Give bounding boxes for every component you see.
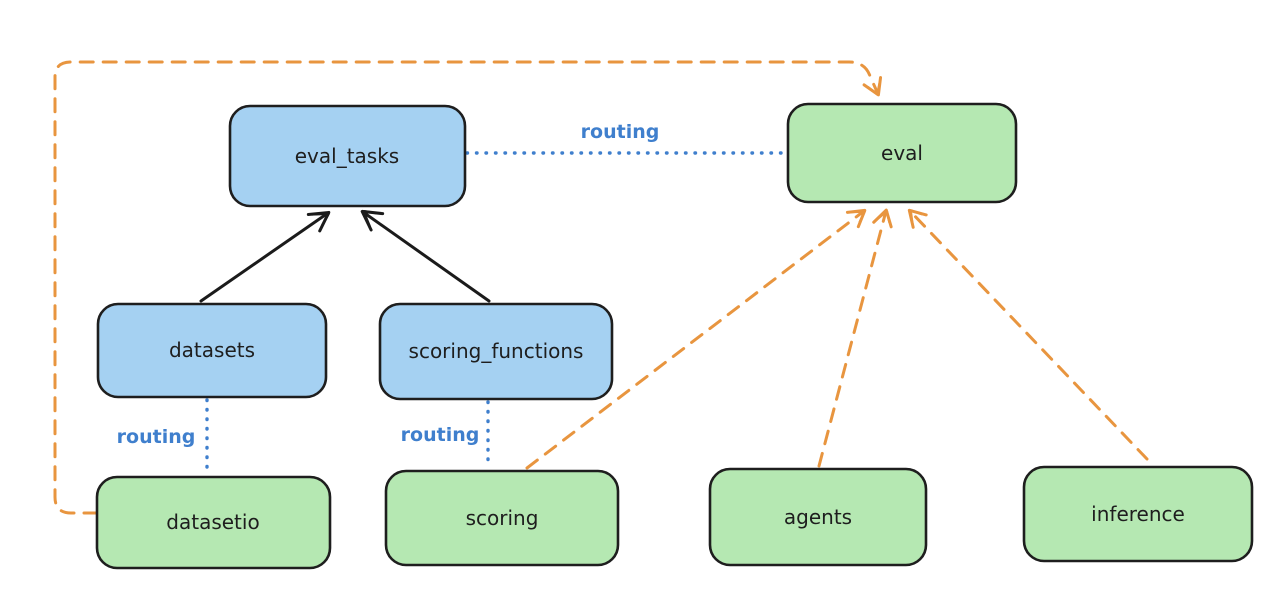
edge-agents-to-eval (817, 208, 893, 468)
node-inference: inference (1022, 465, 1254, 563)
node-eval-tasks-label: eval_tasks (295, 144, 399, 168)
edge-label-routing-top: routing (581, 121, 660, 143)
node-datasets: datasets (96, 302, 328, 399)
edge-scoring-functions-to-eval-tasks (360, 209, 491, 303)
node-scoring: scoring (384, 469, 620, 567)
edge-inference-to-eval (907, 208, 1149, 461)
node-scoring-functions: scoring_functions (378, 302, 614, 401)
node-agents-label: agents (784, 505, 852, 529)
edge-label-routing-datasets: routing (117, 426, 196, 448)
edge-label-routing-scoring: routing (401, 424, 480, 446)
node-scoring-label: scoring (466, 506, 539, 530)
node-inference-label: inference (1091, 502, 1185, 526)
edge-datasetio-to-eval-loop (53, 60, 883, 515)
node-datasetio: datasetio (95, 475, 332, 570)
node-eval-tasks: eval_tasks (228, 104, 467, 208)
node-eval-label: eval (881, 141, 923, 165)
node-eval: eval (786, 102, 1018, 204)
edge-datasets-to-eval-tasks (199, 210, 331, 303)
node-datasets-label: datasets (169, 338, 255, 362)
node-agents: agents (708, 467, 928, 567)
node-datasetio-label: datasetio (166, 510, 259, 534)
node-scoring-functions-label: scoring_functions (409, 339, 584, 363)
edge-scoring-to-eval (525, 208, 867, 470)
